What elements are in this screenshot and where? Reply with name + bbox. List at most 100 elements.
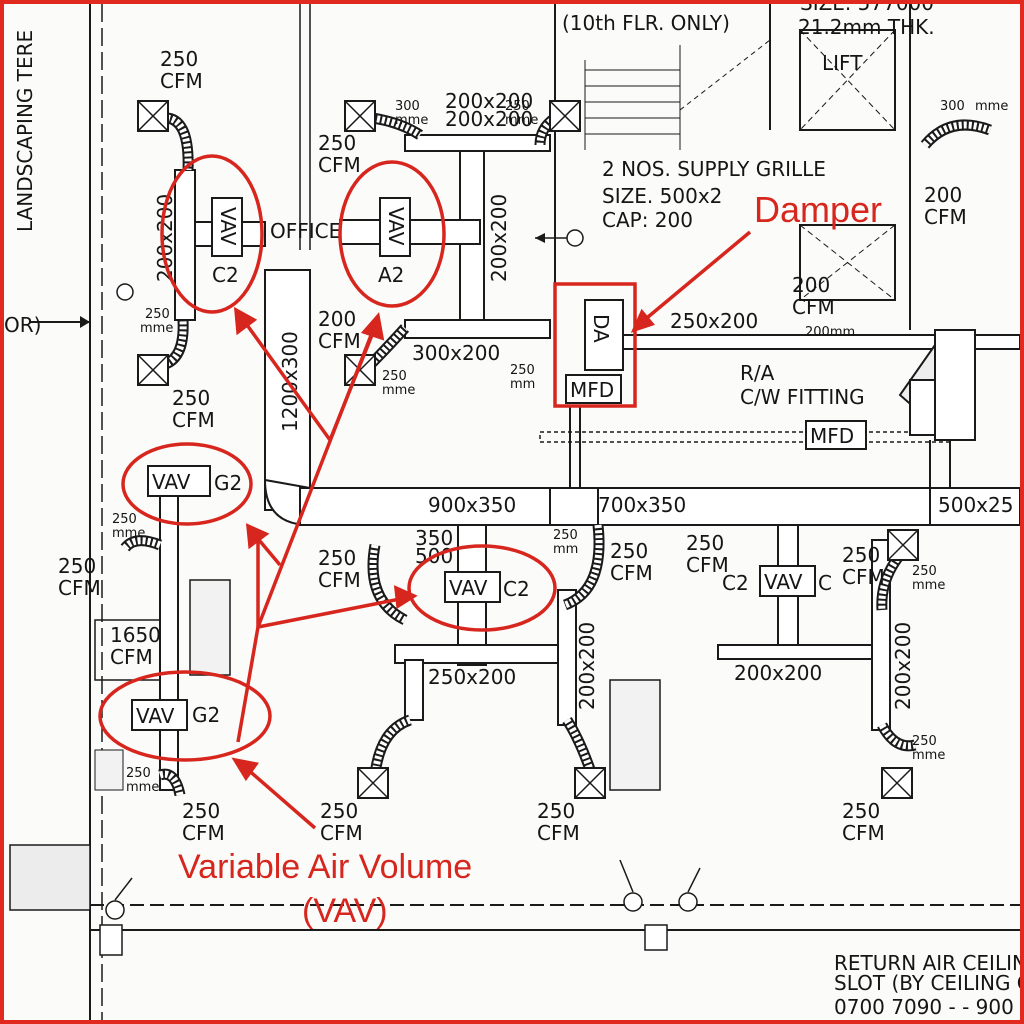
vav-highlight-c2-mid — [407, 544, 557, 632]
svg-text:300: 300 — [395, 99, 420, 114]
return-note-2: SLOT (BY CEILING C — [834, 971, 1020, 995]
hvac-floor-plan: VAV C2 VAV A2 VAV G2 VAV C2 VAV C2 C VAV… — [4, 4, 1020, 1020]
duct-size: 300x200 — [412, 341, 500, 365]
architecture — [9, 4, 1020, 1020]
sensors — [30, 229, 701, 920]
svg-text:CFM: CFM — [842, 565, 885, 589]
svg-text:mm: mm — [510, 377, 535, 392]
duct-size: 350 — [415, 526, 453, 550]
mfd-label: MFD — [570, 378, 614, 402]
header-thk: 21.2mm THK. — [798, 15, 935, 39]
svg-text:CFM: CFM — [318, 568, 361, 592]
svg-text:250: 250 — [172, 386, 210, 410]
damper-highlight — [553, 282, 637, 408]
svg-text:mme: mme — [912, 578, 945, 593]
duct-size: 200x200 — [575, 622, 599, 710]
svg-text:250: 250 — [112, 512, 137, 527]
supply-note-3: CAP: 200 — [602, 208, 693, 232]
svg-text:CFM: CFM — [172, 408, 215, 432]
damper-box-label: DA — [589, 314, 613, 343]
svg-text:mme: mme — [112, 526, 145, 541]
svg-text:250: 250 — [686, 531, 724, 555]
vav-tag: A2 — [378, 263, 404, 287]
ra-label-2: C/W FITTING — [740, 385, 865, 409]
duct-size: 900x350 — [428, 493, 516, 517]
diffuser — [887, 529, 919, 561]
supply-note-1: 2 NOS. SUPPLY GRILLE — [602, 157, 826, 181]
duct-size: 200x200 — [487, 194, 511, 282]
ra-label-1: R/A — [740, 361, 775, 385]
vav-tag: C2 — [722, 571, 749, 595]
vav-box-label: VAV — [152, 470, 191, 494]
svg-text:250: 250 — [912, 564, 937, 579]
corridor-label: OR) — [4, 313, 41, 337]
svg-text:250: 250 — [318, 546, 356, 570]
vav-box-label: VAV — [764, 570, 803, 594]
vav-tag: G2 — [214, 471, 242, 495]
duct-size: 200x200 — [445, 89, 533, 113]
duct-size: 200x200 — [445, 107, 533, 131]
svg-text:CFM: CFM — [686, 553, 729, 577]
diffuser — [549, 100, 581, 132]
svg-text:250: 250 — [510, 363, 535, 378]
damper-annotation: Damper — [754, 189, 882, 230]
diffuser — [344, 100, 376, 132]
vav-unit-c2-mid: VAV C2 — [444, 571, 530, 603]
svg-text:250: 250 — [126, 766, 151, 781]
svg-text:CFM: CFM — [160, 69, 203, 93]
svg-text:200: 200 — [924, 183, 962, 207]
vav-box-label: VAV — [449, 576, 488, 600]
svg-text:200: 200 — [792, 273, 830, 297]
svg-text:250: 250 — [182, 799, 220, 823]
vav-highlight-g2-bottom — [98, 670, 272, 762]
svg-text:mme: mme — [140, 321, 173, 336]
svg-text:250: 250 — [842, 543, 880, 567]
svg-text:mme: mme — [395, 113, 428, 128]
vav-unit-g2-top: VAV G2 — [147, 465, 242, 497]
header-note: (10th FLR. ONLY) — [562, 11, 730, 35]
svg-text:CFM: CFM — [537, 821, 580, 845]
svg-text:CFM: CFM — [110, 645, 153, 669]
svg-text:CFM: CFM — [842, 821, 885, 845]
vav-unit-c2-top: VAV C2 — [211, 197, 243, 287]
office-label: OFFICE — [270, 219, 341, 243]
svg-text:250: 250 — [382, 369, 407, 384]
main-duct — [159, 134, 1020, 791]
damper-assembly: DA MFD MFD — [565, 299, 867, 450]
svg-text:200: 200 — [318, 307, 356, 331]
svg-text:250: 250 — [912, 734, 937, 749]
svg-text:250: 250 — [318, 131, 356, 155]
lift-label: LIFT — [822, 51, 863, 75]
diffuser — [881, 767, 913, 799]
diffuser — [137, 354, 169, 386]
vav-highlight-a2 — [338, 160, 446, 308]
duct-size: 250x200 — [670, 309, 758, 333]
duct-size: 250x200 — [428, 665, 516, 689]
vav-annotation-line1: Variable Air Volume — [178, 848, 472, 886]
stair — [584, 39, 771, 150]
svg-text:CFM: CFM — [318, 153, 361, 177]
svg-text:CFM: CFM — [318, 329, 361, 353]
vav-unit-g2-bottom: VAV G2 — [131, 699, 220, 731]
diffuser — [137, 100, 169, 132]
vav-tag: C2 — [503, 577, 530, 601]
vav-unit-c2-right: VAV C2 C — [722, 565, 832, 597]
svg-text:CFM: CFM — [58, 576, 101, 600]
header-size: SIZE. 577000 — [800, 4, 934, 15]
svg-text:300: 300 — [940, 99, 965, 114]
lift-shaft — [799, 29, 896, 131]
return-note-1: RETURN AIR CEILING — [834, 951, 1020, 975]
return-note-3: 0700 7090 - - 900 — [834, 995, 1014, 1019]
svg-text:250: 250 — [553, 528, 578, 543]
svg-text:CFM: CFM — [182, 821, 225, 845]
vav-annotation-line2: (VAV) — [302, 892, 388, 930]
vav-unit-a2: VAV A2 — [378, 197, 411, 287]
svg-text:mme: mme — [382, 383, 415, 398]
landscaping-label: LANDSCAPING TERE — [13, 30, 37, 232]
svg-text:200mm: 200mm — [805, 325, 855, 340]
svg-text:250: 250 — [505, 99, 530, 114]
svg-text:CFM: CFM — [320, 821, 363, 845]
